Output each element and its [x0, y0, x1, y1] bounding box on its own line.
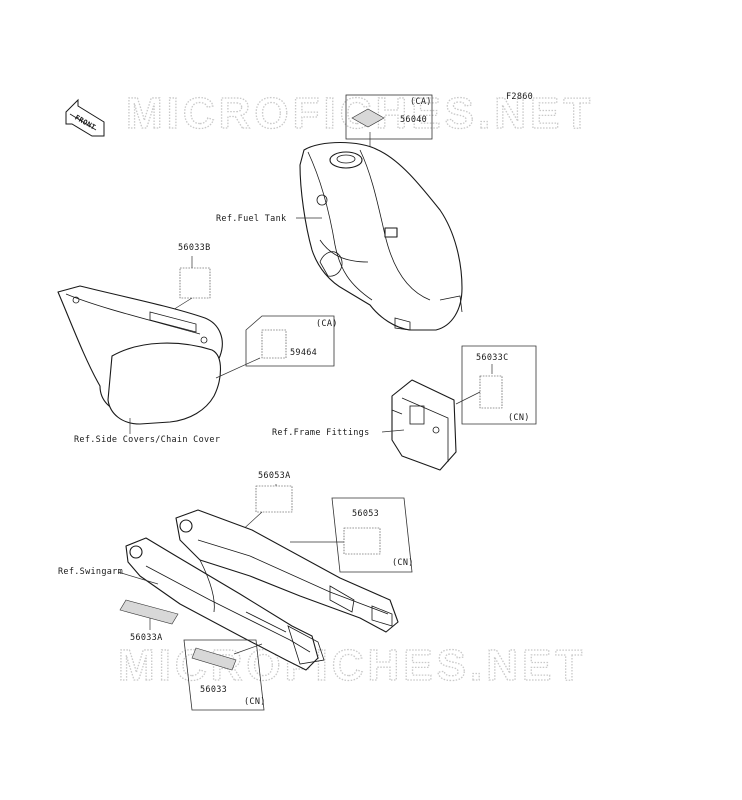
label-box-56033C	[461, 345, 537, 425]
frame-fittings-group: 56033C (CN) Ref.Frame Fittings	[272, 345, 537, 471]
label-59464-part: 59464	[290, 348, 317, 358]
sticker-56033C	[479, 375, 503, 409]
leader-frame-fittings	[381, 429, 405, 433]
label-56033A-part: 56033A	[130, 633, 163, 643]
label-box-56053	[331, 497, 413, 573]
ref-frame-fittings: Ref.Frame Fittings	[272, 428, 370, 438]
label-56053-part: 56053	[352, 509, 379, 519]
figure-code: F2860	[506, 92, 533, 102]
sticker-56053	[343, 527, 381, 555]
leader-56033	[233, 643, 263, 655]
sticker-56033B	[179, 267, 211, 299]
sticker-56053A	[255, 485, 293, 513]
label-56040-part: 56040	[400, 115, 427, 125]
ref-side-covers: Ref.Side Covers/Chain Cover	[74, 435, 220, 445]
label-56033-region: (CN)	[244, 697, 266, 707]
swingarm-drawing	[125, 509, 399, 671]
leader-swingarm	[117, 571, 159, 585]
label-box-59464	[245, 315, 335, 367]
side-cover-group: 56033B Ref.Side Covers/Chain Cover (CA) …	[57, 243, 338, 445]
leader-59464	[215, 357, 261, 379]
frame-fitting-drawing	[391, 379, 457, 471]
label-56033B-part: 56033B	[178, 243, 211, 253]
sticker-56033A	[119, 599, 179, 625]
front-arrow-icon: FRONT	[65, 98, 105, 137]
fuel-tank-drawing	[299, 142, 463, 331]
label-56053-region: (CN)	[392, 558, 414, 568]
label-box-56040	[345, 94, 433, 140]
label-box-56033	[183, 639, 265, 711]
ref-fuel-tank: Ref.Fuel Tank	[216, 214, 286, 224]
label-56040-region: (CA)	[410, 97, 432, 107]
leader-56033C	[455, 391, 481, 405]
sticker-56040	[351, 108, 385, 128]
ref-swingarm: Ref.Swingarm	[58, 567, 123, 577]
fuel-tank-group: (CA) 56040 Ref.Fuel Tank	[216, 94, 463, 331]
sticker-56033	[191, 647, 237, 671]
label-56033C-region: (CN)	[508, 413, 530, 423]
label-56053A-part: 56053A	[258, 471, 291, 481]
watermark-bottom: MICROFICHES.NET	[118, 641, 586, 690]
label-59464-region: (CA)	[316, 319, 338, 329]
sticker-59464	[261, 329, 287, 359]
label-56033-part: 56033	[200, 685, 227, 695]
swingarm-group: 56053A 56053 (CN) Ref.Swingarm 56033A	[58, 471, 414, 711]
label-56033C-part: 56033C	[476, 353, 509, 363]
watermark-top: MICROFICHES.NET	[126, 89, 594, 138]
side-cover-drawing	[57, 285, 223, 425]
